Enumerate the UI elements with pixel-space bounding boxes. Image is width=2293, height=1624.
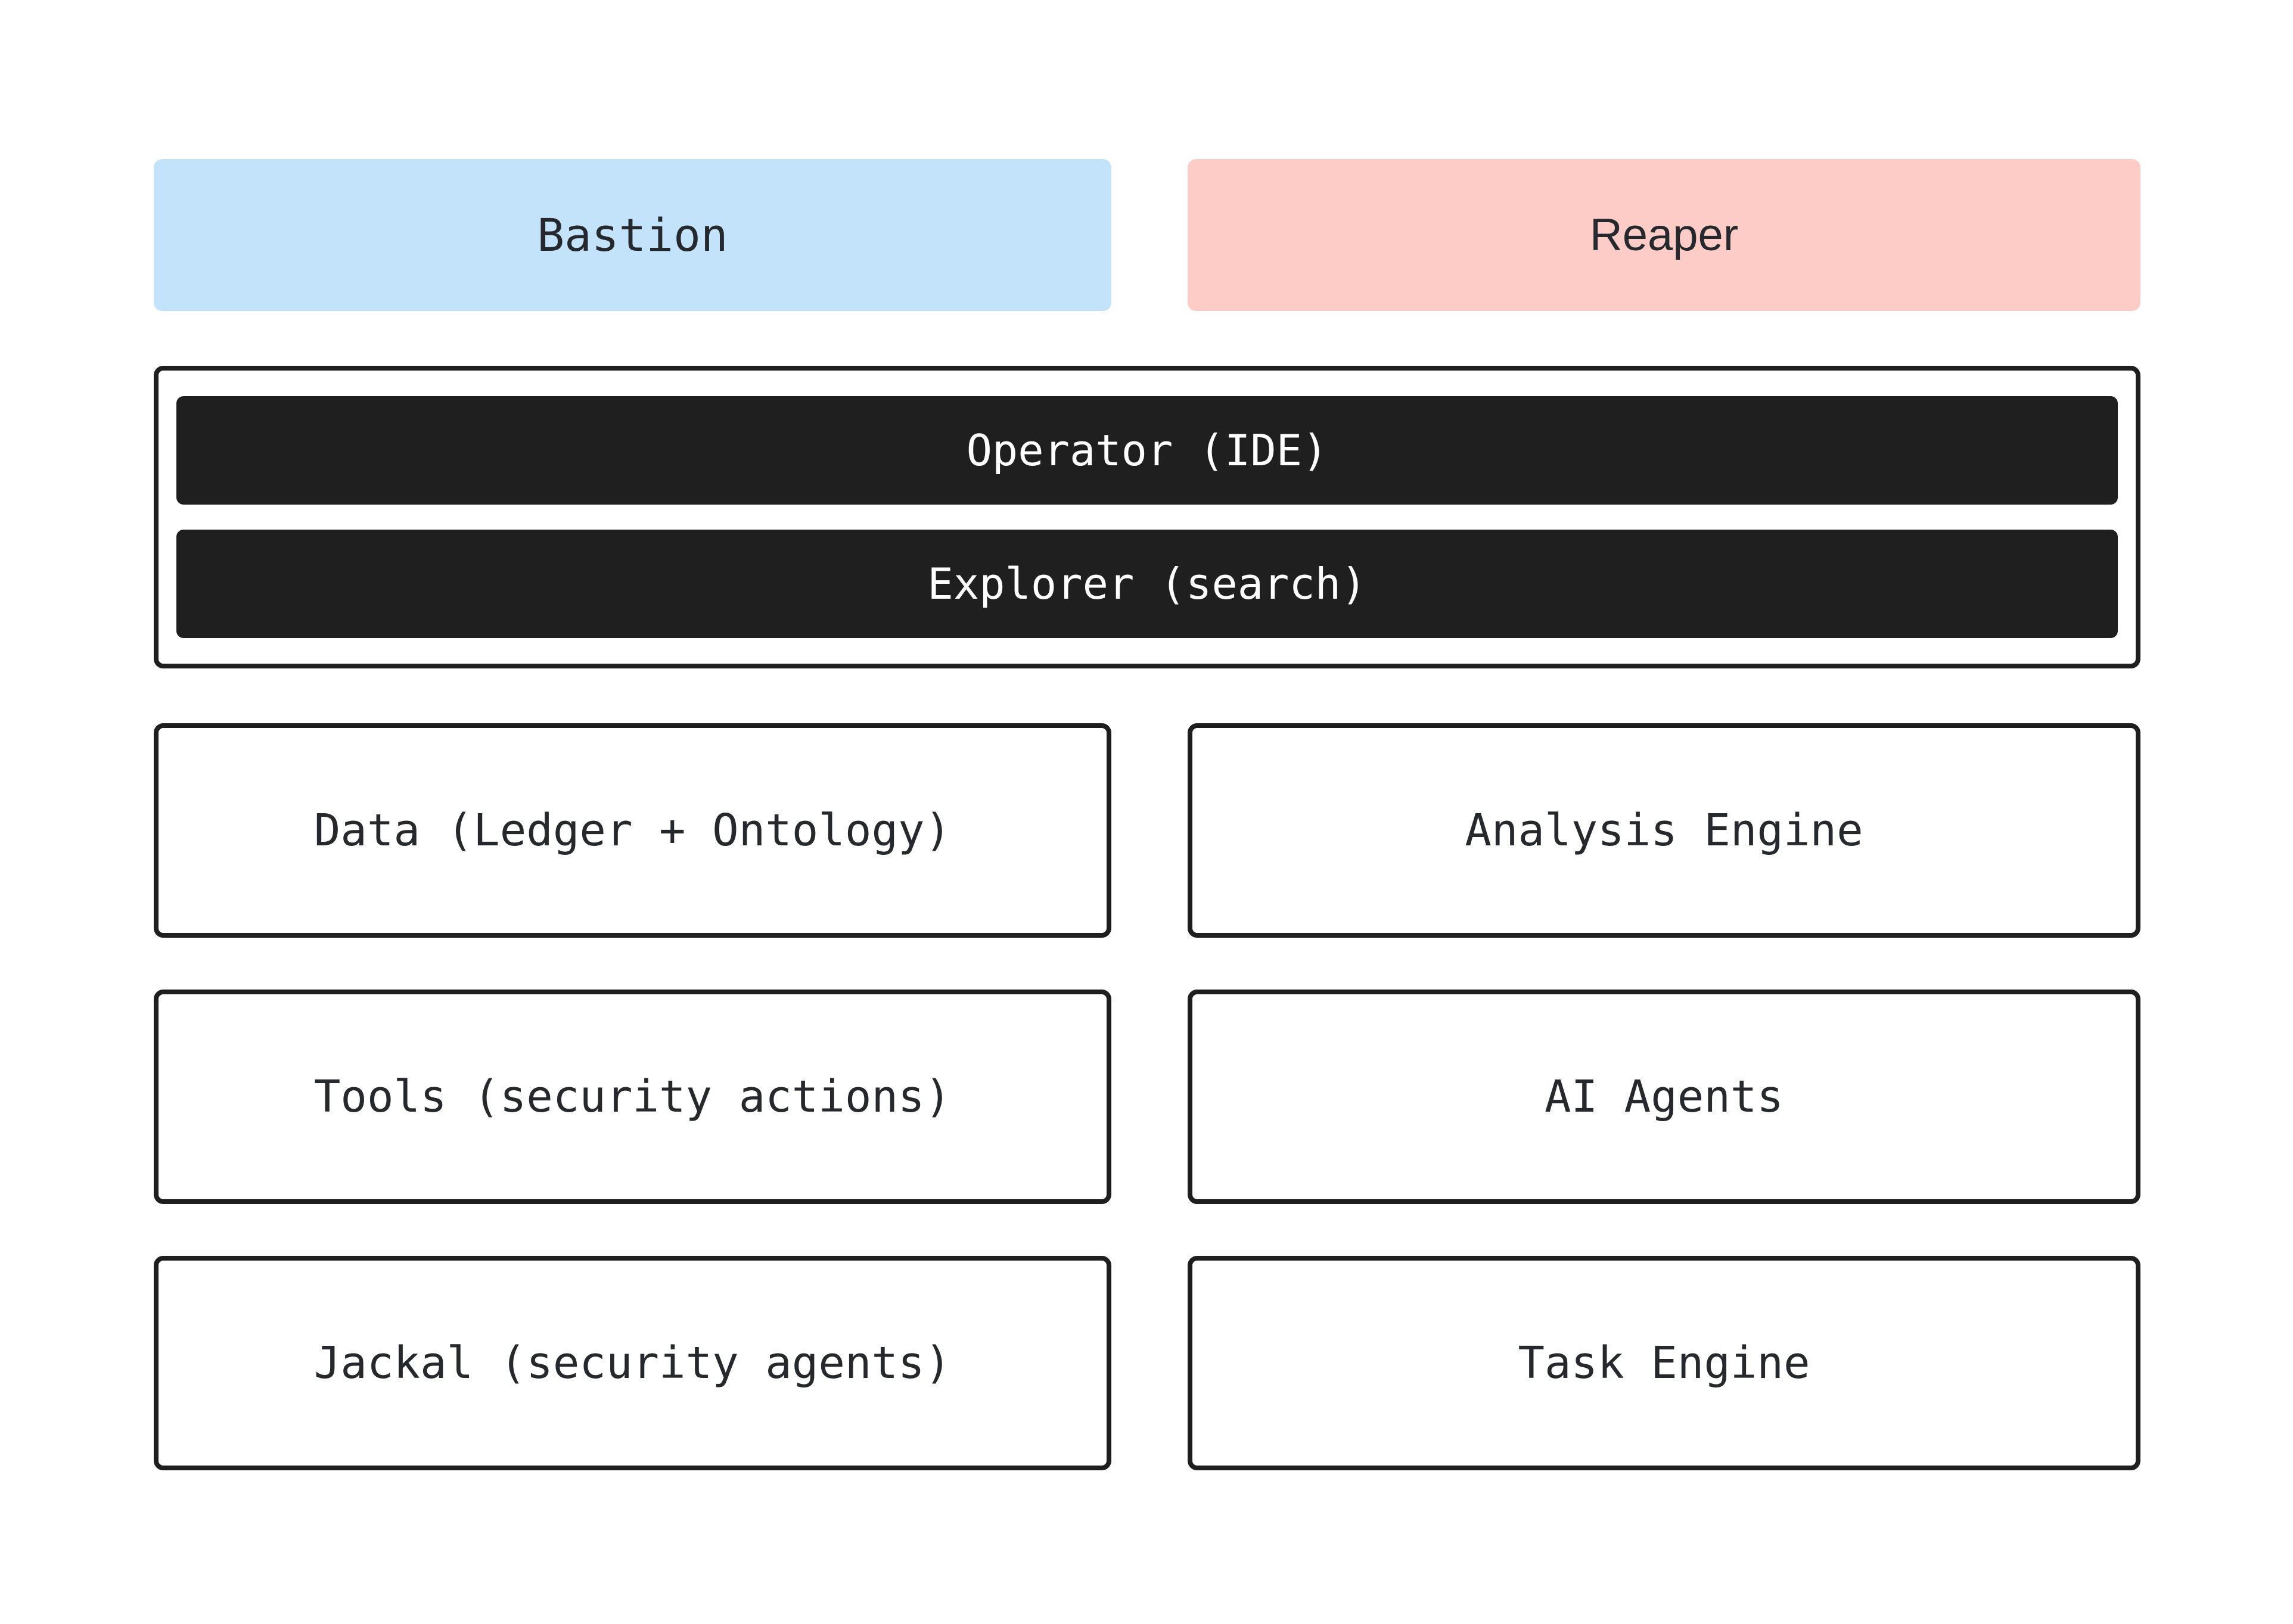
box-data-ledger-ontology: Data (Ledger + Ontology) [154, 723, 1111, 938]
box-ai-agents-label: AI Agents [1545, 1071, 1784, 1122]
header-reaper-label: Reaper [1589, 210, 1739, 260]
header-reaper: Reaper [1188, 159, 2140, 311]
box-ai-agents: AI Agents [1188, 990, 2140, 1204]
stack-bar-explorer: Explorer (search) [176, 530, 2118, 639]
box-task-engine: Task Engine [1188, 1256, 2140, 1470]
box-data-ledger-ontology-label: Data (Ledger + Ontology) [313, 805, 952, 856]
header-bastion: Bastion [154, 159, 1111, 311]
box-tools-security-actions: Tools (security actions) [154, 990, 1111, 1204]
box-tools-security-actions-label: Tools (security actions) [313, 1071, 952, 1122]
stack-bar-operator-label: Operator (IDE) [966, 425, 1328, 475]
box-jackal-security-agents-label: Jackal (security agents) [313, 1337, 952, 1389]
box-jackal-security-agents: Jackal (security agents) [154, 1256, 1111, 1470]
box-task-engine-label: Task Engine [1518, 1337, 1810, 1389]
header-bastion-label: Bastion [537, 209, 728, 262]
stack-bar-operator: Operator (IDE) [176, 396, 2118, 505]
box-analysis-engine: Analysis Engine [1188, 723, 2140, 938]
stack-bar-explorer-label: Explorer (search) [927, 559, 1367, 609]
box-analysis-engine-label: Analysis Engine [1465, 805, 1863, 856]
shared-stack-container: Operator (IDE) Explorer (search) [154, 366, 2140, 668]
